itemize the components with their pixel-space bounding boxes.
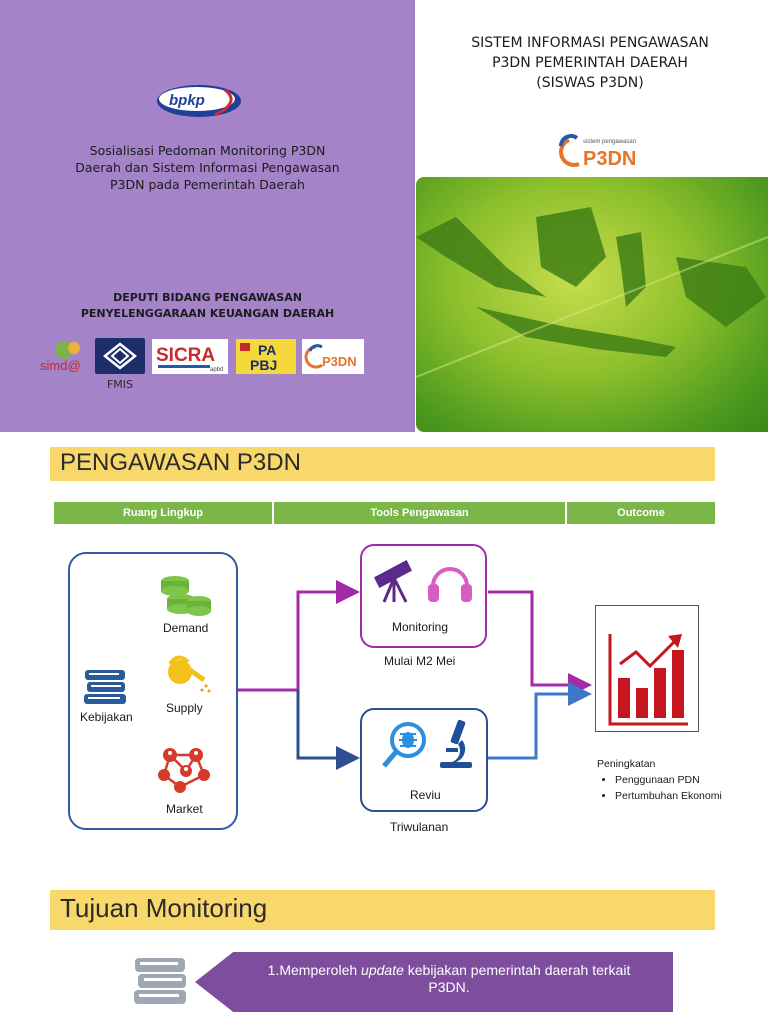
subtitle-line: P3DN pada Pemerintah Daerah — [110, 177, 305, 192]
books-icon — [84, 670, 126, 704]
telescope-icon — [374, 559, 412, 603]
network-people-icon — [158, 748, 210, 793]
slide-subtitle: Sosialisasi Pedoman Monitoring P3DN Daer… — [30, 142, 385, 193]
system-title-line: SISTEM INFORMASI PENGAWASAN — [471, 35, 709, 51]
column-header-outcome: Outcome — [567, 502, 715, 524]
objective-banner: 1.Memperoleh update kebijakan pemerintah… — [195, 952, 673, 1012]
growth-chart-icon — [608, 634, 688, 726]
monitoring-box — [360, 544, 487, 648]
sicra-text: SICRA — [156, 345, 215, 366]
bpkp-logo-text: bpkp — [169, 92, 205, 109]
simda-text: simd@ — [40, 358, 81, 373]
books-icon-gray — [134, 958, 186, 1004]
outcome-item: Penggunaan PDN — [615, 772, 722, 788]
objective-rest: kebijakan pemerintah daerah terkait — [403, 962, 631, 978]
scope-demand-label: Demand — [163, 621, 209, 635]
p3dn-small-text: P3DN — [322, 354, 357, 369]
section-title: PENGAWASAN P3DN — [60, 449, 301, 476]
column-header-scope: Ruang Lingkup — [54, 502, 272, 524]
title-slide: bpkp Sosialisasi Pedoman Monitoring P3DN… — [0, 0, 768, 432]
microscope-icon — [440, 719, 472, 768]
bpkp-logo: bpkp — [157, 85, 241, 117]
deputi-line: PENYELENGGARAAN KEUANGAN DAERAH — [80, 307, 335, 320]
p3dn-logo-small: P3DN — [302, 339, 364, 374]
fmis-logo — [95, 338, 145, 374]
fmis-label: FMIS — [106, 378, 134, 391]
objective-line2: P3DN. — [428, 979, 470, 995]
scope-supply-label: Supply — [166, 701, 203, 715]
papbj-top: PA — [258, 342, 276, 358]
outcome-text: Peningkatan Penggunaan PDN Pertumbuhan E… — [597, 756, 722, 804]
section-title-monitoring: Tujuan Monitoring — [60, 893, 268, 923]
p3dn-logo: sistem pengawasan P3DN — [559, 134, 636, 170]
coins-icon — [161, 576, 211, 616]
outcome-heading: Peningkatan — [597, 758, 656, 770]
indonesia-map-image — [416, 177, 768, 432]
p3dn-logo-text: P3DN — [583, 148, 636, 170]
review-box — [360, 708, 488, 812]
outcome-item: Pertumbuhan Ekonomi — [615, 788, 722, 804]
outcome-box — [595, 605, 699, 732]
leaf-map-illustration — [416, 207, 768, 378]
system-title-line: (SISWAS P3DN) — [536, 75, 644, 91]
system-title-line: P3DN PEMERINTAH DAERAH — [492, 55, 688, 71]
column-header-tools: Tools Pengawasan — [274, 502, 565, 524]
deputi-line: DEPUTI BIDANG PENGAWASAN — [113, 291, 302, 304]
review-caption: Triwulanan — [390, 820, 449, 834]
subtitle-line: Sosialisasi Pedoman Monitoring P3DN — [89, 143, 326, 158]
section-title-bar: PENGAWASAN P3DN — [50, 447, 715, 481]
subtitle-line: Daerah dan Sistem Informasi Pengawasan — [75, 160, 340, 175]
sicra-logo: SICRA apbd — [152, 339, 228, 374]
deputi-label: DEPUTI BIDANG PENGAWASAN PENYELENGGARAAN… — [30, 290, 385, 322]
monitoring-caption: Mulai M2 Mei — [384, 654, 456, 668]
objective-text: 1.Memperoleh update kebijakan pemerintah… — [239, 962, 659, 996]
section-title-bar-monitoring: Tujuan Monitoring — [50, 890, 715, 930]
scope-market-label: Market — [166, 802, 203, 816]
outcome-list: Penggunaan PDN Pertumbuhan Ekonomi — [597, 772, 722, 804]
objective-prefix: 1.Memperoleh — [267, 962, 362, 978]
papbj-logo: PA PBJ — [236, 339, 296, 374]
watering-can-icon — [168, 655, 211, 693]
review-label: Reviu — [410, 788, 441, 802]
flow-connectors — [238, 580, 592, 770]
headphones-icon — [428, 567, 472, 602]
scope-policy-label: Kebijakan — [80, 710, 133, 724]
system-title: SISTEM INFORMASI PENGAWASAN P3DN PEMERIN… — [430, 33, 750, 93]
scope-box — [68, 552, 238, 830]
sicra-sub: apbd — [210, 367, 223, 373]
papbj-bottom: PBJ — [250, 357, 277, 373]
simda-logo: simd@ — [40, 341, 81, 373]
monitoring-label: Monitoring — [392, 620, 449, 634]
p3dn-tagline: sistem pengawasan — [583, 139, 636, 145]
bug-search-icon — [382, 722, 426, 768]
objective-italic: update — [361, 962, 404, 978]
